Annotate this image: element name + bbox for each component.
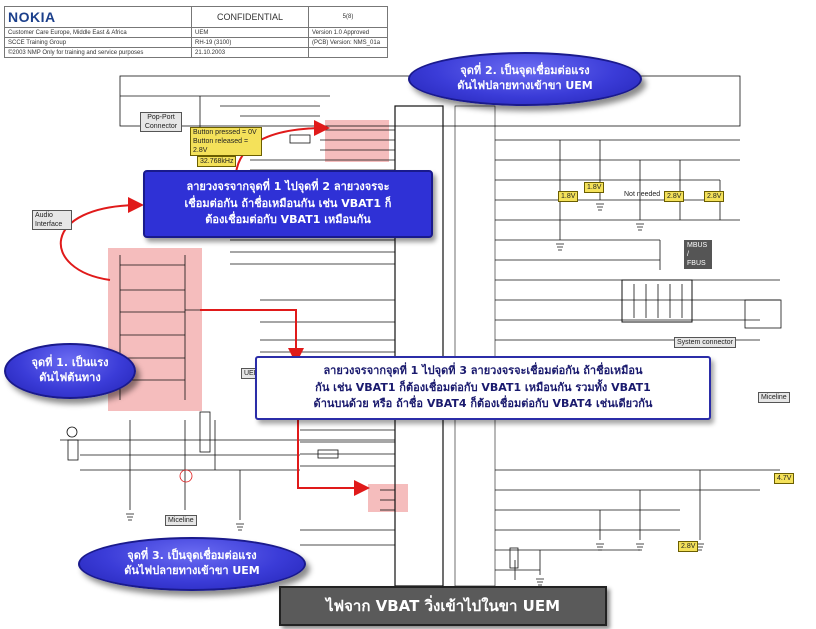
not-needed-label: Not needed [624, 191, 661, 198]
miceline-label-right: Miceline [758, 392, 790, 403]
voltage-4v7-label: 4.7V [774, 473, 795, 484]
arrow-point1-right [200, 309, 304, 364]
note13-line2: กัน เช่น VBAT1 ก็ต้องเชื่อมต่อกับ VBAT1 … [315, 380, 651, 394]
callout-point2-line1: จุดที่ 2. เป็นจุดเชื่อมต่อแรง [460, 64, 590, 78]
callout-point2-line2: ดันไฟปลายทางเข้าขา UEM [457, 79, 593, 92]
note12-line3: ต้องเชื่อมต่อกับ VBAT1 เหมือนกัน [205, 213, 371, 227]
callout-point1-line1: จุดที่ 1. เป็นแรง [31, 356, 109, 370]
note13-line1: ลายวงจรจากจุดที่ 1 ไปจุดที่ 3 ลายวงจรจะเ… [323, 364, 643, 378]
document-header: NOKIA CONFIDENTIAL 5(8) Customer Care Eu… [4, 5, 388, 58]
voltage-1v8-label-b: 1.8V [584, 182, 605, 193]
nokia-logo: NOKIA [8, 9, 56, 26]
callout-point3-line2: ดันไฟปลายทางเข้าขา UEM [124, 564, 260, 577]
diagram-caption: ไฟจาก VBAT วิ่งเข้าไปในขา UEM [279, 586, 607, 626]
callout-point1: จุดที่ 1. เป็นแรง ดันไฟต้นทาง [4, 343, 136, 399]
voltage-2v8-label: 2.8V [678, 541, 699, 552]
highlight-point2 [325, 120, 389, 162]
highlight-point3 [368, 484, 408, 512]
component-markers [126, 203, 704, 586]
note-point1-to-point3: ลายวงจรจากจุดที่ 1 ไปจุดที่ 3 ลายวงจรจะเ… [255, 356, 711, 420]
voltage-2v8-label-b: 2.8V [664, 191, 685, 202]
schematic-wires [60, 75, 782, 587]
callout-point3-line1: จุดที่ 3. เป็นจุดเชื่อมต่อแรง [127, 549, 257, 563]
audio-interface-label: Audio Interface [32, 210, 72, 230]
note12-line1: ลายวงจรจากจุดที่ 1 ไปจุดที่ 2 ลายวงจรจะ [186, 180, 390, 194]
voltage-1v8-label-a: 1.8V [558, 191, 579, 202]
miceline-label-left: Miceline [165, 515, 197, 526]
page-number: 5(8) [308, 5, 388, 29]
callout-point3: จุดที่ 3. เป็นจุดเชื่อมต่อแรง ดันไฟปลายท… [78, 537, 306, 591]
voltage-2v8-label-c: 2.8V [704, 191, 725, 202]
system-connector-label: System connector [674, 337, 737, 348]
note-point1-to-point2: ลายวงจรจากจุดที่ 1 ไปจุดที่ 2 ลายวงจรจะ … [143, 170, 433, 238]
arrow-to-note12 [59, 197, 144, 281]
mbus-label: MBUS / FBUS [684, 240, 712, 269]
arrow-to-point3 [297, 418, 370, 496]
note13-line3: ด้านบนด้วย หรือ ถ้าชื่อ VBAT4 ก็ต้องเชื่… [313, 397, 653, 411]
popport-connector-label: Pop-Port Connector [140, 112, 182, 132]
header-empty [308, 47, 388, 58]
clock-frequency-label: 32.768kHz [197, 156, 237, 167]
logo-cell: NOKIA [4, 5, 192, 29]
note12-line2: เชื่อมต่อกัน ถ้าชื่อเหมือนกัน เช่น VBAT1… [184, 196, 392, 210]
callout-point2: จุดที่ 2. เป็นจุดเชื่อมต่อแรง ดันไฟปลายท… [408, 52, 642, 106]
callout-point1-line2: ดันไฟต้นทาง [39, 371, 101, 384]
button-note-label: Button pressed = 0V Button released = 2.… [190, 127, 262, 156]
